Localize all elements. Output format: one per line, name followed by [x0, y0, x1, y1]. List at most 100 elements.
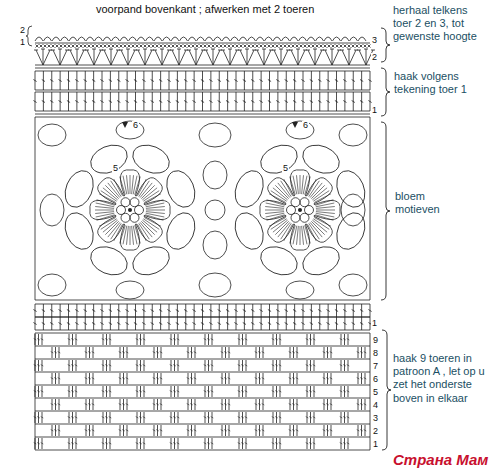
double-crochet-tick	[156, 378, 159, 380]
double-crochet	[137, 360, 138, 371]
double-crochet-tick	[326, 352, 329, 354]
double-crochet-tick	[293, 310, 296, 312]
double-crochet	[331, 425, 332, 436]
single-crochet	[160, 45, 163, 48]
single-crochet	[116, 45, 119, 48]
double-crochet-tick	[177, 365, 180, 367]
double-crochet-tick	[42, 80, 45, 82]
fan-stitch	[247, 49, 248, 65]
double-crochet-tick	[285, 310, 288, 312]
double-crochet-tick	[360, 404, 363, 406]
fan-top	[204, 50, 208, 51]
double-crochet-tick	[102, 391, 105, 393]
picot-loop	[78, 37, 86, 41]
double-crochet-tick	[177, 443, 180, 445]
double-crochet-tick	[364, 430, 367, 432]
double-crochet	[341, 412, 342, 423]
double-crochet-tick	[126, 430, 129, 432]
fan-stitch	[94, 49, 95, 65]
row-bracket	[26, 26, 32, 46]
double-crochet	[171, 334, 172, 345]
chain-loop	[86, 242, 131, 281]
petal-stitch	[96, 203, 115, 207]
double-crochet	[225, 347, 226, 358]
double-crochet-tick	[92, 404, 95, 406]
double-crochet	[178, 412, 179, 423]
double-crochet-tick	[268, 80, 271, 82]
petal-stitch	[316, 213, 335, 217]
double-crochet-tick	[134, 323, 137, 325]
double-crochet	[344, 360, 345, 371]
double-crochet-tick	[167, 101, 170, 103]
double-crochet-tick	[306, 391, 309, 393]
double-crochet	[123, 373, 124, 384]
fan-top	[306, 50, 310, 51]
chain-line	[35, 372, 370, 373]
petal-stitch	[312, 220, 327, 232]
double-crochet	[191, 425, 192, 436]
double-crochet-tick	[136, 391, 139, 393]
double-crochet	[157, 399, 158, 410]
double-crochet	[310, 438, 311, 449]
double-crochet-tick	[71, 417, 74, 419]
double-crochet-tick	[102, 365, 105, 367]
single-crochet	[52, 45, 55, 48]
double-crochet-tick	[159, 101, 162, 103]
double-crochet	[191, 399, 192, 410]
double-crochet-tick	[176, 101, 179, 103]
picot-loop	[205, 37, 213, 41]
double-crochet-tick	[211, 417, 214, 419]
double-crochet	[331, 373, 332, 384]
double-crochet-tick	[37, 365, 40, 367]
double-crochet-tick	[238, 365, 241, 367]
petal-stitch	[311, 185, 324, 198]
petal-stitch	[105, 221, 118, 234]
single-crochet	[128, 45, 131, 48]
picot-loop	[154, 37, 162, 41]
double-crochet-tick	[221, 404, 224, 406]
double-crochet	[76, 334, 77, 345]
double-crochet-tick	[67, 323, 70, 325]
double-crochet	[174, 360, 175, 371]
petal-stitch	[297, 226, 299, 245]
double-crochet	[314, 360, 315, 371]
double-crochet-tick	[153, 352, 156, 354]
petal-stitch	[133, 226, 137, 245]
round-number: 5	[282, 164, 289, 173]
double-crochet	[314, 334, 315, 345]
single-crochet	[308, 45, 311, 48]
single-crochet	[284, 45, 287, 48]
single-crochet	[152, 45, 155, 48]
single-crochet	[292, 45, 295, 48]
double-crochet	[93, 347, 94, 358]
single-crochet	[104, 45, 107, 48]
double-crochet	[246, 334, 247, 345]
band-edge	[35, 117, 36, 300]
single-crochet	[76, 45, 79, 48]
double-crochet-tick	[218, 323, 221, 325]
fan-stitch	[240, 50, 247, 65]
double-crochet-tick	[67, 80, 70, 82]
single-crochet	[84, 45, 87, 48]
center-loop	[300, 198, 309, 207]
single-crochet	[296, 45, 299, 48]
chain-loop	[256, 140, 301, 179]
double-crochet-tick	[285, 323, 288, 325]
double-crochet-tick	[285, 80, 288, 82]
double-crochet-tick	[228, 352, 231, 354]
single-crochet	[176, 45, 179, 48]
fan-stitch	[315, 50, 322, 65]
double-crochet	[52, 425, 53, 436]
single-crochet	[168, 45, 171, 48]
chain-loop	[339, 124, 367, 146]
double-crochet-tick	[340, 365, 343, 367]
petal-stitch	[95, 210, 114, 211]
double-crochet-tick	[190, 378, 193, 380]
double-crochet-tick	[260, 80, 263, 82]
fan-stitch	[230, 50, 237, 65]
picot-loop	[333, 37, 341, 41]
double-crochet	[327, 347, 328, 358]
fan-stitch	[213, 49, 214, 65]
double-crochet-tick	[251, 310, 254, 312]
petal-outline	[144, 200, 170, 219]
